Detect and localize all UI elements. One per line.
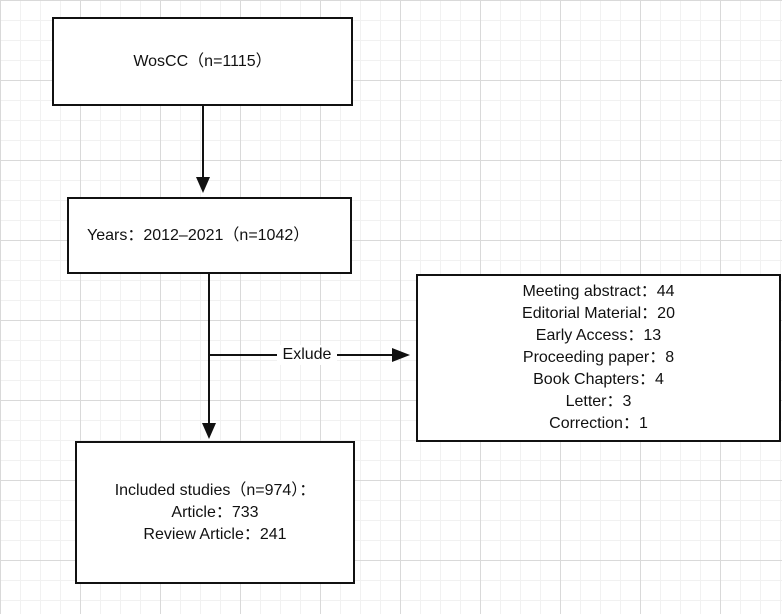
- wos-box: WosCC（n=1115）: [52, 17, 353, 106]
- excluded-box: Meeting abstract：44 Editorial Material：2…: [416, 274, 781, 442]
- excluded-line-book-chapters: Book Chapters：4: [533, 371, 664, 388]
- included-line-review-article: Review Article：241: [143, 525, 287, 543]
- years-box-text: Years：2012–2021（n=1042）: [87, 226, 310, 244]
- included-line-total: Included studies（n=974）：: [114, 481, 316, 499]
- years-to-included-line: [208, 274, 210, 424]
- excluded-line-correction: Correction：1: [549, 415, 648, 432]
- excluded-line-meeting-abstract: Meeting abstract：44: [522, 283, 675, 300]
- exclude-branch-arrowhead: [392, 348, 410, 362]
- wos-to-years-arrowhead: [196, 177, 210, 193]
- years-to-included-arrowhead: [202, 423, 216, 439]
- wos-to-years-line: [202, 106, 204, 178]
- included-line-article: Article：733: [171, 503, 259, 521]
- wos-box-text: WosCC（n=1115）: [133, 52, 272, 70]
- excluded-line-letter: Letter：3: [565, 393, 632, 410]
- years-box: Years：2012–2021（n=1042）: [67, 197, 352, 274]
- excluded-line-editorial-material: Editorial Material：20: [522, 305, 675, 322]
- excluded-line-early-access: Early Access：13: [535, 327, 662, 344]
- included-box: Included studies（n=974）： Article：733 Rev…: [75, 441, 355, 584]
- exclude-label: Exlude: [277, 345, 337, 365]
- excluded-line-proceeding-paper: Proceeding paper：8: [522, 349, 675, 366]
